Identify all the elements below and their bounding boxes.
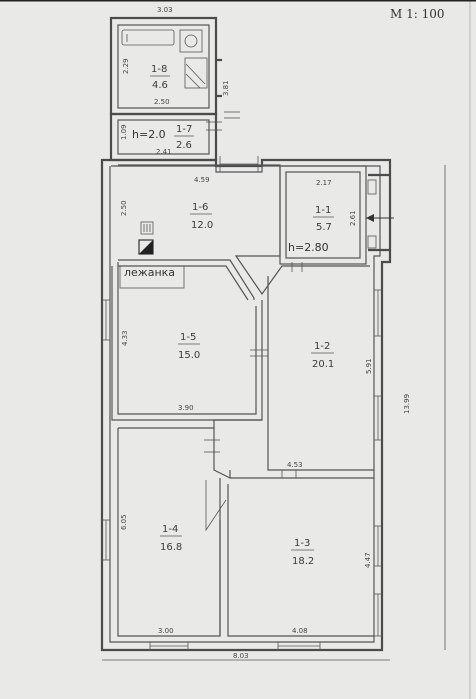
room-area: 12.0 <box>191 220 213 231</box>
window-marks <box>102 156 382 650</box>
room-id: 1-5 <box>180 332 196 343</box>
dim-bath-width: 2.50 <box>154 98 170 106</box>
toilet-icon <box>184 57 208 89</box>
dim-r14-width: 3.00 <box>158 627 174 635</box>
room-id: 1-1 <box>315 205 331 216</box>
room-area: 2.6 <box>176 140 192 151</box>
dim-vest-height: 1.09 <box>120 124 128 140</box>
dim-bath-side: 3.81 <box>222 80 230 96</box>
dim-r13-height: 4.47 <box>364 552 372 568</box>
room-id: 1-7 <box>176 124 192 135</box>
room-label-1-1: 1-1 5.7 h=2.80 <box>288 205 334 254</box>
dim-r15-height: 4.33 <box>121 330 129 346</box>
room-label-1-5: 1-5 15.0 <box>178 332 200 361</box>
room-area: 15.0 <box>178 350 200 361</box>
dim-top-bath: 3.03 <box>157 6 173 14</box>
room-area: 4.6 <box>152 80 168 91</box>
room-1-1-walls <box>279 165 367 265</box>
dim-r16-width: 4.59 <box>194 176 210 184</box>
room-label-1-8: 1-8 4.6 <box>150 64 170 91</box>
stove-label: лежанка <box>124 266 175 279</box>
room-label-1-4: 1-4 16.8 <box>160 524 182 553</box>
room-1-2-walls <box>118 276 374 479</box>
dim-r15-width: 3.90 <box>178 404 194 412</box>
room-label-1-3: 1-3 18.2 <box>291 538 314 567</box>
room-area: 20.1 <box>312 359 334 370</box>
room-1-6-walls <box>118 164 370 301</box>
main-height: h=2.80 <box>288 241 329 254</box>
room-id: 1-4 <box>162 524 178 535</box>
room-1-5-walls <box>111 262 263 421</box>
room-id: 1-3 <box>294 538 310 549</box>
dim-r12-height: 5.91 <box>365 358 373 374</box>
room-area: 5.7 <box>316 222 332 233</box>
room-label-1-7: h=2.0 1-7 2.6 <box>132 124 194 151</box>
room-area: 18.2 <box>292 556 314 567</box>
room-id: 1-2 <box>314 341 330 352</box>
dimension-lines <box>102 165 446 661</box>
dim-r11-width: 2.17 <box>316 179 332 187</box>
room-id: 1-8 <box>151 64 167 75</box>
dim-r12-width: 4.53 <box>287 461 303 469</box>
vestibule-height: h=2.0 <box>132 128 166 141</box>
dim-vest-width: 2.41 <box>156 148 172 156</box>
stove-icon <box>138 221 154 255</box>
room-area: 16.8 <box>160 542 182 553</box>
dim-r16-height: 2.50 <box>120 200 128 216</box>
dim-r13-width: 4.08 <box>292 627 308 635</box>
room-id: 1-6 <box>192 202 208 213</box>
bathtub-icon <box>121 29 175 46</box>
room-1-3-walls <box>219 478 374 637</box>
room-label-1-2: 1-2 20.1 <box>311 341 334 370</box>
door-marks <box>204 262 303 478</box>
room-label-1-6: 1-6 12.0 <box>190 202 213 231</box>
dim-total-height: 13.99 <box>403 394 411 414</box>
entrance-arrow-icon <box>366 214 394 222</box>
dim-bath-height: 2.29 <box>122 58 130 74</box>
dim-total-width: 8.03 <box>233 652 249 660</box>
dim-r11-height: 2.61 <box>349 210 357 226</box>
dim-r14-height: 6.05 <box>120 514 128 530</box>
building-outer-walls <box>100 158 392 652</box>
sink-icon <box>179 29 203 53</box>
scale-label: М 1: 100 <box>390 7 445 21</box>
